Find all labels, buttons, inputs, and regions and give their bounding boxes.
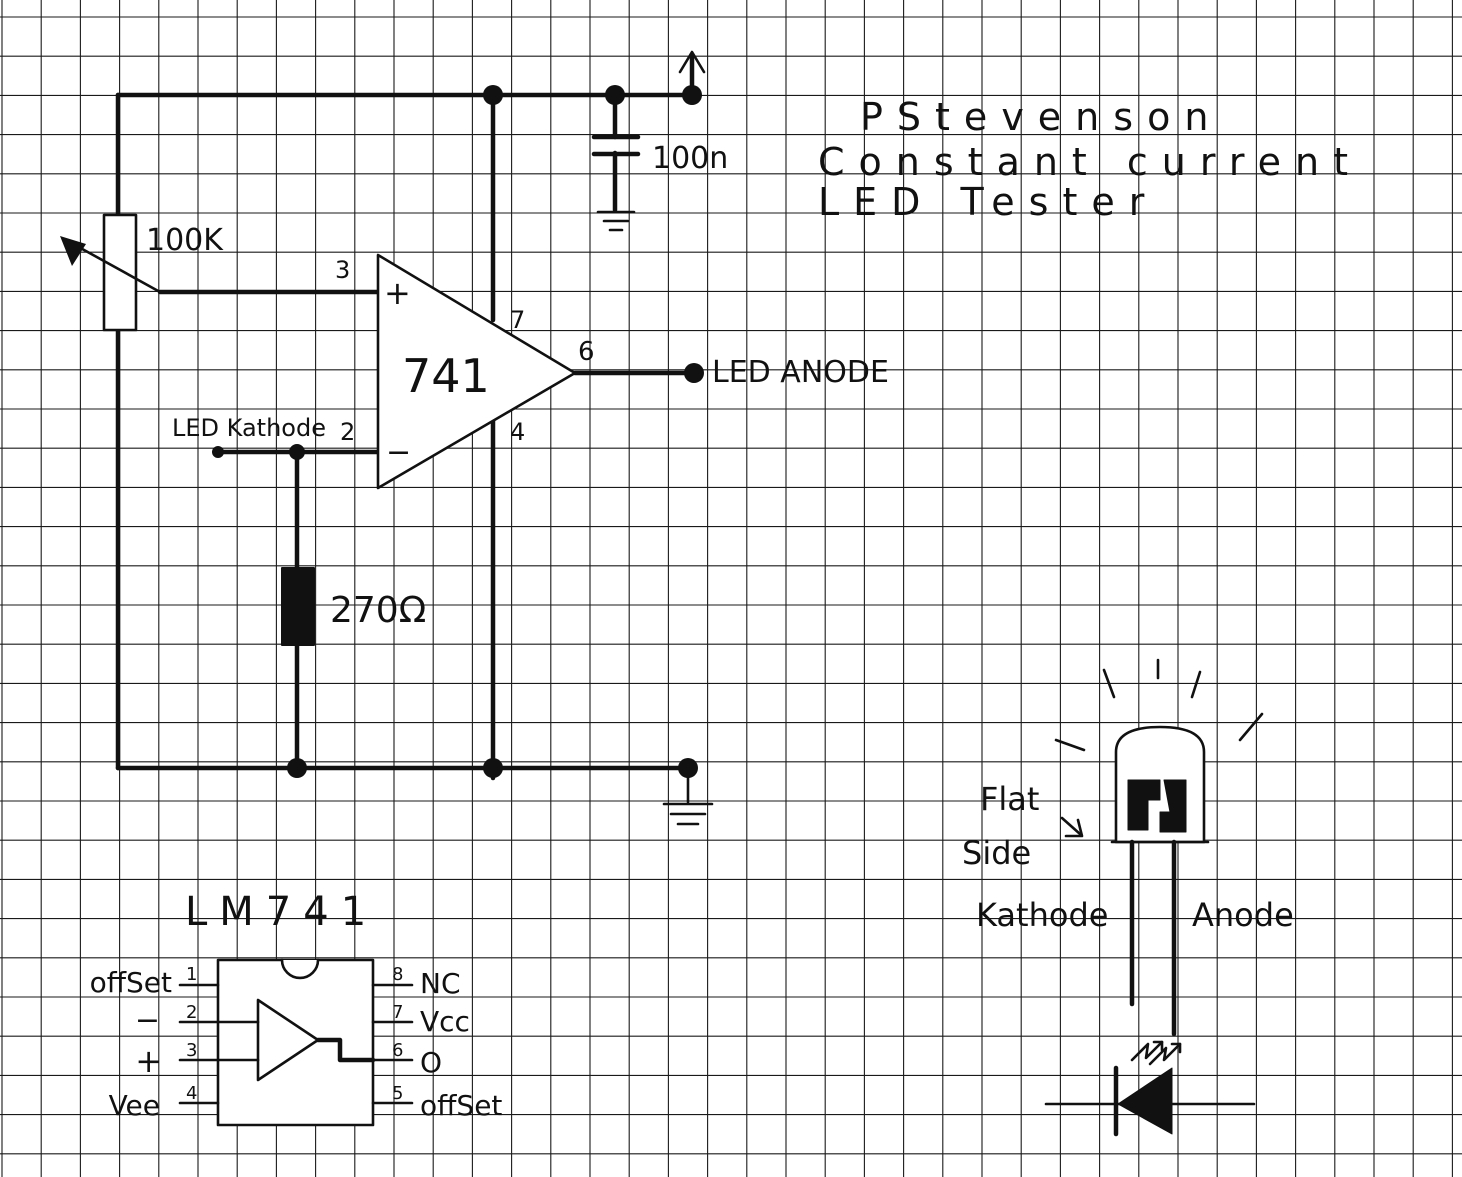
- capacitor-value-label: 100n: [652, 141, 728, 176]
- minus-input-sign: −: [386, 435, 411, 470]
- pin-2-number: 2: [340, 418, 355, 446]
- pot-value-label: 100K: [146, 223, 224, 258]
- light-rays-icon: [1054, 658, 1264, 752]
- led-anode-label: LED ANODE: [712, 355, 889, 390]
- lm741-pinout: LM741 1 2 3 4 8 7 6 5 offSet −: [90, 889, 502, 1127]
- page-title: PStevenson Constant current LED Tester: [818, 95, 1362, 224]
- pin-6-number: 6: [578, 337, 595, 367]
- led-die-anode: [1159, 779, 1187, 833]
- ic-output-trace: [315, 1037, 376, 1063]
- pin-5-number: 5: [392, 1083, 403, 1104]
- pin-6-label: O: [420, 1046, 442, 1079]
- led-detail: Flat Side Kathode Anode: [962, 658, 1294, 1137]
- plus-input-sign: +: [384, 274, 411, 312]
- led-anode-pin-label: Anode: [1192, 896, 1294, 934]
- led-die-cathode: [1127, 779, 1161, 831]
- pin-4-number: 4: [186, 1083, 197, 1104]
- junction-dots: [212, 85, 704, 778]
- pin-3-number: 3: [186, 1040, 197, 1061]
- title-line-constant-current: Constant current: [818, 140, 1362, 184]
- pin-4-number: 4: [510, 418, 525, 446]
- pin-1-number: 1: [186, 964, 197, 985]
- pin-4-label: Vee: [109, 1089, 160, 1122]
- opamp-part-label: 741: [402, 349, 490, 403]
- pin-8-label: NC: [420, 967, 461, 1000]
- potentiometer-body: [102, 213, 138, 332]
- flat-side-arrow-icon: [1060, 816, 1084, 838]
- pinout-title: LM741: [185, 889, 378, 935]
- capacitor-ground-icon: [596, 210, 636, 232]
- pin-8-number: 8: [392, 964, 403, 985]
- pin-7-label: Vcc: [420, 1005, 470, 1038]
- pin-3-label: +: [135, 1042, 162, 1080]
- pin-2-number: 2: [186, 1002, 197, 1023]
- opamp-triangle: [376, 253, 577, 490]
- flat-side-label-line1: Flat: [980, 780, 1039, 818]
- pin-5-label: offSet: [420, 1089, 502, 1122]
- ic-notch: [280, 958, 320, 980]
- potentiometer-wiper-arrow-icon: [60, 236, 162, 294]
- pin-3-number: 3: [335, 256, 350, 284]
- title-author: PStevenson: [860, 95, 1222, 139]
- pin-2-label: −: [135, 1003, 160, 1038]
- resistor-270-body: [281, 567, 315, 646]
- pin-6-number: 6: [392, 1040, 403, 1061]
- flat-side-label-line2: Side: [962, 834, 1031, 872]
- led-kathode-pin-label: Kathode: [976, 896, 1108, 934]
- pin-7-number: 7: [392, 1002, 403, 1023]
- main-circuit: [60, 50, 714, 826]
- led-kathode-label: LED Kathode: [172, 414, 326, 442]
- resistor-value-label: 270Ω: [330, 590, 426, 631]
- pin-7-number: 7: [510, 306, 525, 334]
- pin-1-label: offSet: [90, 966, 172, 999]
- ic-opamp-symbol: [256, 998, 320, 1082]
- emission-arrows-icon: [1130, 1040, 1182, 1066]
- title-line-led-tester: LED Tester: [818, 180, 1158, 224]
- diode-symbol-triangle: [1117, 1067, 1173, 1135]
